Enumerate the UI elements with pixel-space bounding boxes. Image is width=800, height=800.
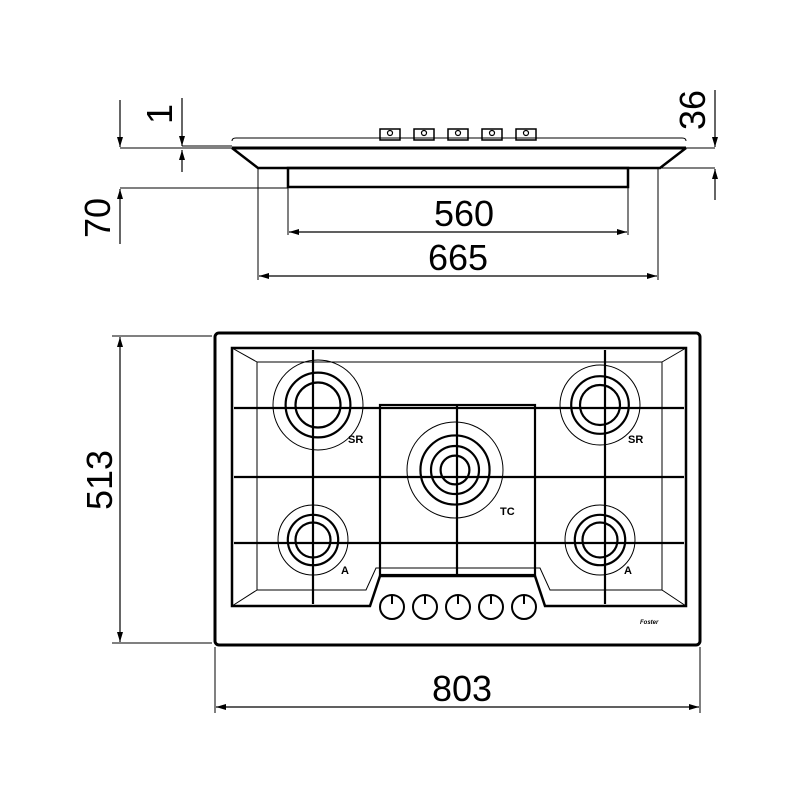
dim-665: 665	[428, 237, 488, 278]
burner-label: TC	[500, 506, 515, 518]
side-knob	[413, 128, 435, 141]
burner-label: SR	[348, 434, 363, 446]
dim-560: 560	[434, 193, 494, 234]
dim-36: 36	[672, 90, 713, 130]
burner-rear-right: SR	[559, 364, 643, 446]
burner-center: TC	[406, 421, 515, 519]
side-body	[231, 147, 687, 170]
burner-front-right: A	[564, 504, 636, 577]
dim-70: 70	[77, 198, 118, 238]
burner-label: A	[341, 565, 349, 577]
dim-803: 803	[432, 668, 492, 709]
control-knob[interactable]	[412, 594, 438, 620]
hob-well	[256, 361, 663, 591]
control-knob[interactable]	[511, 594, 537, 620]
control-knob[interactable]	[445, 594, 471, 620]
side-view: 560 665 70 1 36	[77, 90, 718, 280]
burner-label: A	[624, 565, 632, 577]
side-knob	[447, 128, 469, 141]
burners: SR SR TC A A	[272, 359, 643, 577]
side-knob	[515, 128, 537, 141]
hob-outer-frame	[213, 331, 702, 647]
side-knob	[481, 128, 503, 141]
side-under-box	[286, 166, 630, 189]
control-knob[interactable]	[478, 594, 504, 620]
burner-rear-left: SR	[272, 359, 364, 451]
side-knob	[379, 128, 401, 141]
top-view: SR SR TC A A Foster 513 803	[79, 331, 702, 713]
dim-1: 1	[139, 104, 180, 124]
control-knob[interactable]	[379, 594, 405, 620]
control-knobs	[379, 594, 537, 620]
dim-513: 513	[79, 450, 120, 510]
burner-front-left: A	[277, 504, 349, 577]
side-glass-top	[231, 137, 687, 142]
logo: Foster	[640, 620, 659, 626]
burner-label: SR	[628, 434, 643, 446]
side-knobs	[379, 128, 537, 141]
pan-supports	[234, 350, 684, 604]
